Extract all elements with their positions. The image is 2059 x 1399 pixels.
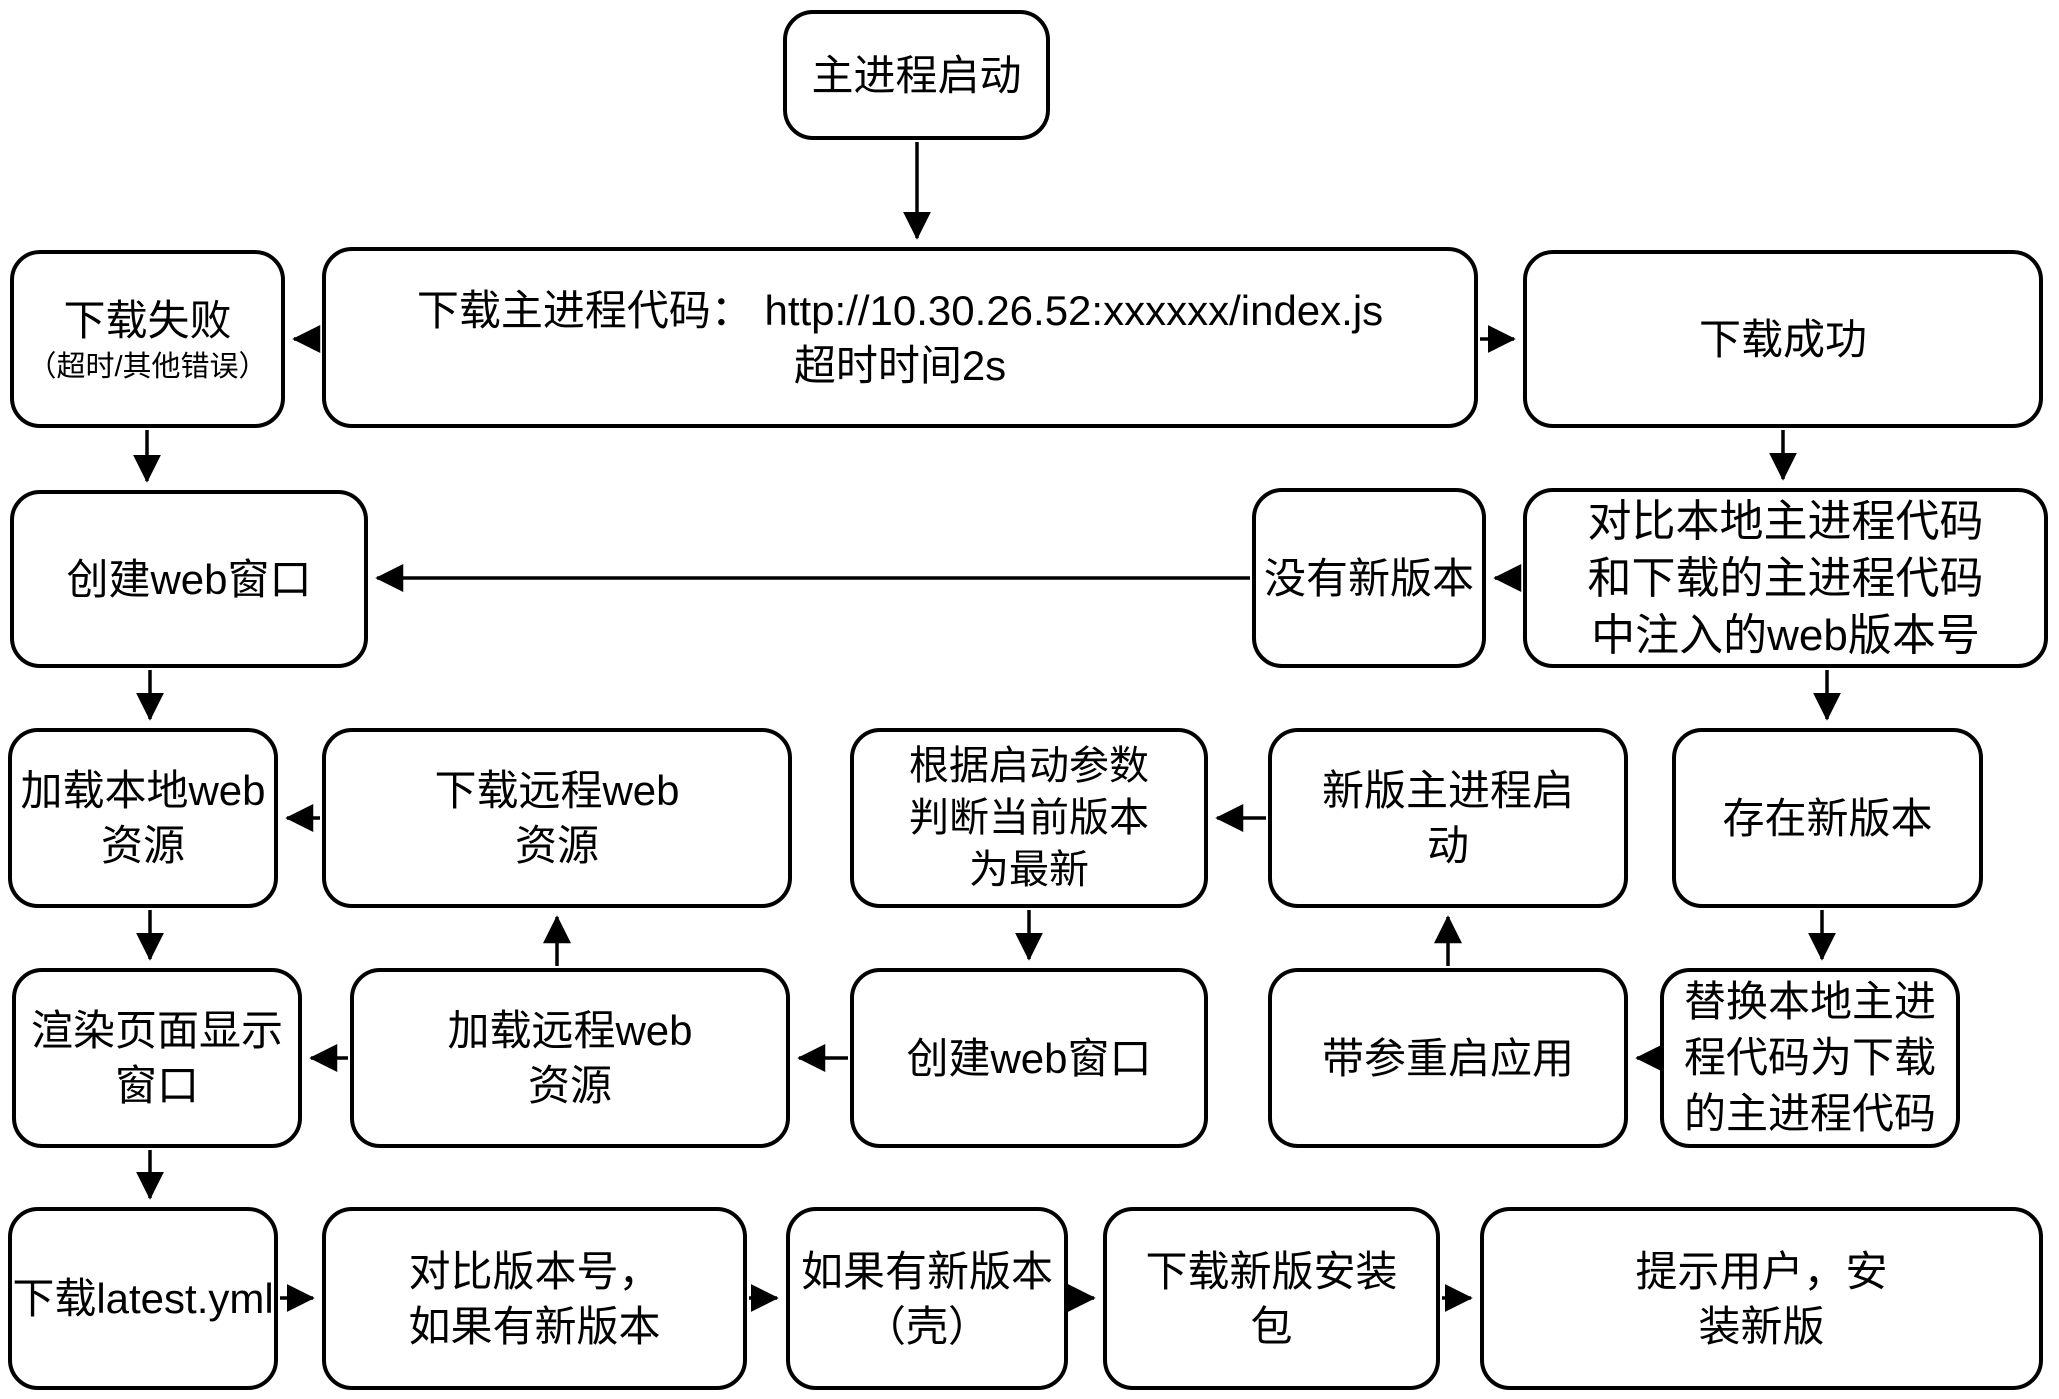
- node-render-page-window-label: 窗口: [114, 1062, 199, 1109]
- node-create-web-window: 创建web窗口: [10, 490, 368, 668]
- node-download-remote-web-label: 资源: [514, 822, 599, 869]
- node-new-main-process-start-label: 动: [1426, 822, 1469, 869]
- node-new-main-process-start: 新版主进程启动: [1268, 728, 1628, 908]
- node-create-web-window-label: 创建web窗口: [66, 555, 312, 603]
- node-download-installer-label: 下载新版安装: [1145, 1247, 1398, 1295]
- node-download-latest-yml: 下载latest.yml: [8, 1207, 278, 1390]
- node-prompt-install-label: 提示用户，安: [1635, 1247, 1888, 1295]
- node-restart-with-args: 带参重启应用: [1268, 968, 1628, 1148]
- node-render-page-window: 渲染页面显示窗口: [12, 968, 302, 1148]
- node-download-installer-label: 包: [1250, 1302, 1293, 1350]
- node-load-local-web: 加载本地web 资源: [8, 728, 278, 908]
- node-download-success: 下载成功: [1523, 250, 2043, 428]
- node-compare-version-number-label: 如果有新版本: [408, 1302, 661, 1350]
- node-create-web-window-2-label: 创建web窗口: [906, 1034, 1152, 1082]
- node-new-version-exists: 存在新版本: [1672, 728, 1983, 908]
- node-main-process-start-label: 主进程启动: [811, 51, 1022, 99]
- node-restart-with-args-label: 带参重启应用: [1321, 1034, 1574, 1082]
- node-no-new-version-label: 没有新版本: [1263, 554, 1474, 602]
- node-judge-latest-by-args: 根据启动参数判断当前版本为最新: [850, 728, 1208, 908]
- node-create-web-window-2: 创建web窗口: [850, 968, 1208, 1148]
- node-judge-latest-by-args-label: 为最新: [969, 848, 1089, 892]
- node-load-local-web-label: 加载本地web: [20, 767, 266, 814]
- node-replace-local-main-code-label: 程代码为下载: [1683, 1034, 1936, 1081]
- node-download-success-label: 下载成功: [1698, 315, 1867, 363]
- node-load-remote-web-label: 资源: [527, 1062, 612, 1109]
- node-compare-web-version-label: 中注入的web版本号: [1591, 610, 1980, 660]
- node-load-remote-web-label: 加载远程web: [447, 1007, 693, 1054]
- node-prompt-install-label: 装新版: [1698, 1302, 1825, 1350]
- node-download-latest-yml-label: 下载latest.yml: [12, 1275, 274, 1322]
- node-new-shell-version-label: （壳）: [863, 1302, 990, 1350]
- node-replace-local-main-code-label: 的主进程代码: [1683, 1090, 1936, 1137]
- node-download-failed-label: （超时/其他错误）: [27, 350, 268, 383]
- node-download-main-code: 下载主进程代码： http://10.30.26.52:xxxxxx/index…: [322, 247, 1478, 428]
- node-download-remote-web: 下载远程web 资源: [322, 728, 792, 908]
- node-compare-version-number: 对比版本号， 如果有新版本: [322, 1207, 747, 1390]
- node-download-main-code-label: 超时时间2s: [793, 341, 1007, 389]
- node-prompt-install: 提示用户，安装新版: [1480, 1207, 2043, 1390]
- node-compare-version-number-label: 对比版本号，: [408, 1247, 661, 1295]
- node-judge-latest-by-args-label: 判断当前版本: [909, 796, 1149, 840]
- node-compare-web-version: 对比本地主进程代码和下载的主进程代码中注入的web版本号: [1523, 488, 2048, 668]
- node-download-remote-web-label: 下载远程web: [434, 767, 680, 814]
- node-replace-local-main-code: 替换本地主进程代码为下载的主进程代码: [1660, 968, 1960, 1148]
- node-load-remote-web: 加载远程web 资源: [350, 968, 790, 1148]
- node-download-failed: 下载失败 （超时/其他错误）: [10, 250, 285, 428]
- node-download-failed-label: 下载失败: [63, 296, 232, 344]
- node-new-version-exists-label: 存在新版本: [1722, 794, 1933, 842]
- node-load-local-web-label: 资源: [100, 822, 185, 869]
- node-render-page-window-label: 渲染页面显示: [30, 1007, 283, 1054]
- node-new-shell-version-label: 如果有新版本: [800, 1247, 1053, 1295]
- node-replace-local-main-code-label: 替换本地主进: [1683, 978, 1936, 1025]
- node-compare-web-version-label: 对比本地主进程代码: [1587, 496, 1984, 546]
- node-judge-latest-by-args-label: 根据启动参数: [909, 744, 1149, 788]
- node-compare-web-version-label: 和下载的主进程代码: [1587, 553, 1984, 603]
- node-new-shell-version: 如果有新版本 （壳）: [786, 1207, 1068, 1390]
- node-new-main-process-start-label: 新版主进程启: [1321, 767, 1574, 814]
- node-no-new-version: 没有新版本: [1252, 488, 1486, 668]
- node-download-installer: 下载新版安装包: [1103, 1207, 1440, 1390]
- node-download-main-code-label: 下载主进程代码： http://10.30.26.52:xxxxxx/index…: [416, 286, 1384, 334]
- node-main-process-start: 主进程启动: [783, 10, 1050, 140]
